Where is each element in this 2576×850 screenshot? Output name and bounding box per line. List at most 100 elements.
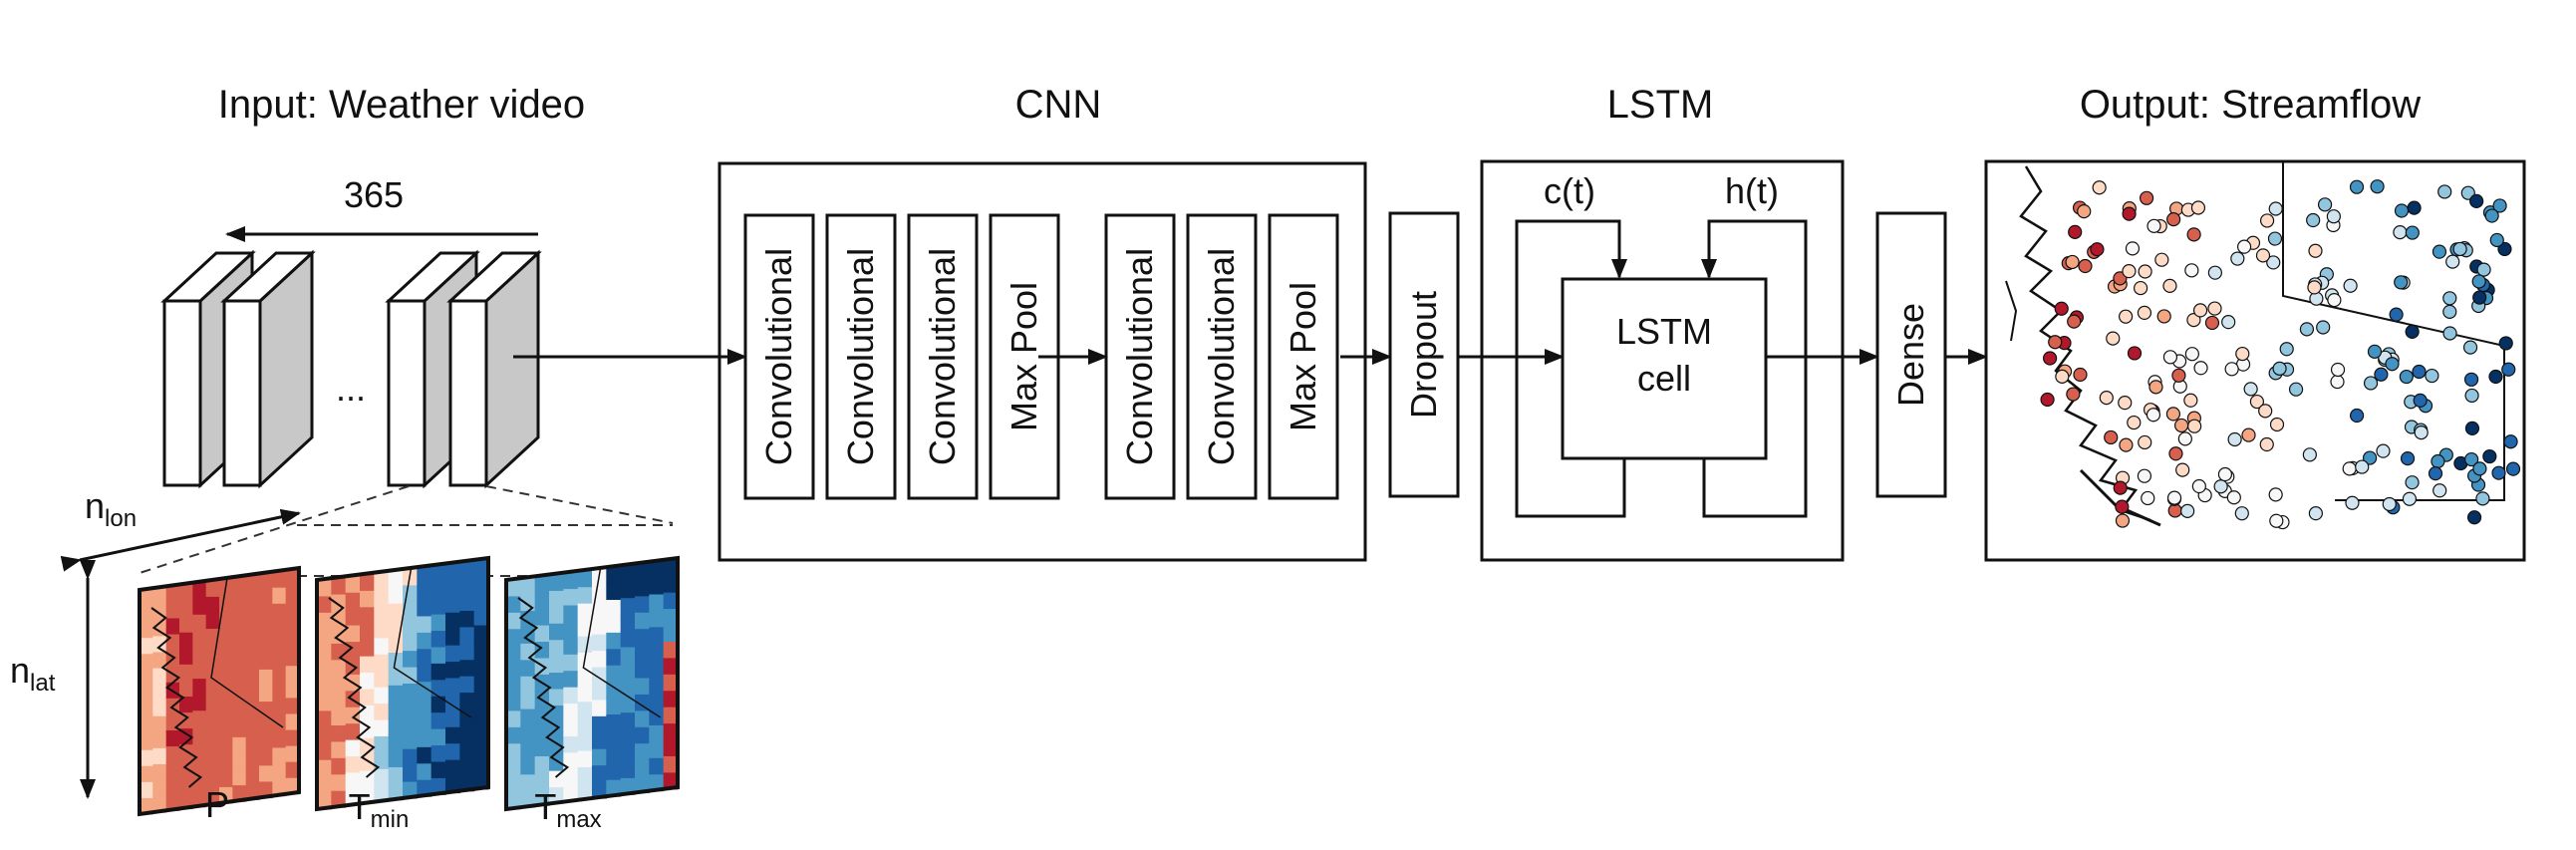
station-marker	[2138, 434, 2152, 450]
station-marker	[2433, 483, 2447, 498]
n-lon-label: nlon	[85, 485, 137, 532]
station-marker	[2193, 361, 2208, 376]
dropout-layer	[1388, 211, 1460, 498]
station-marker	[2119, 437, 2134, 452]
station-marker	[2118, 396, 2133, 411]
station-marker	[2330, 374, 2345, 390]
station-marker	[2503, 434, 2518, 449]
dense-layer	[1875, 211, 1947, 498]
station-marker	[2307, 280, 2322, 295]
station-marker	[2192, 303, 2208, 318]
station-marker	[2249, 394, 2265, 410]
station-marker	[2363, 376, 2379, 391]
station-marker	[2308, 243, 2323, 258]
station-marker	[2191, 478, 2206, 494]
station-marker	[2104, 429, 2119, 445]
station-marker	[2146, 408, 2161, 423]
station-marker	[2445, 254, 2460, 269]
output-title: Output: Streamflow	[2080, 83, 2421, 127]
dropout-label: Dropout	[1403, 291, 1444, 419]
cnn-layer-label: Max Pool	[1283, 282, 1323, 431]
n-lon-arrow	[60, 508, 301, 572]
cnn-layer-label: Convolutional	[1119, 248, 1160, 465]
station-marker	[2405, 225, 2420, 240]
lstm-block	[1480, 159, 1845, 562]
station-marker	[2054, 301, 2069, 316]
cnn-layer-7: Max Pool	[1268, 213, 1339, 500]
c-state-label: c(t)	[1544, 170, 1595, 211]
cnn-layer-label: Convolutional	[758, 248, 799, 465]
station-marker	[2067, 314, 2082, 329]
station-marker	[2137, 305, 2152, 321]
cnn-layer-1: Convolutional	[743, 213, 815, 500]
station-marker	[2234, 506, 2249, 521]
station-marker	[2167, 503, 2182, 518]
station-marker	[2156, 309, 2171, 324]
station-marker	[2119, 309, 2134, 324]
station-marker	[2134, 280, 2148, 296]
province-border	[2282, 161, 2505, 501]
station-marker	[2168, 446, 2183, 461]
station-marker	[2207, 301, 2222, 316]
station-marker	[2370, 179, 2385, 194]
station-marker	[2162, 278, 2177, 293]
station-marker	[2174, 418, 2189, 433]
station-marker	[2217, 466, 2233, 482]
station-marker	[2221, 315, 2236, 330]
station-marker	[2462, 340, 2478, 355]
station-marker	[2166, 490, 2182, 505]
station-marker	[2488, 369, 2503, 385]
station-marker	[2414, 425, 2429, 440]
station-marker	[2355, 459, 2370, 474]
station-marker	[2040, 392, 2055, 408]
station-marker	[2302, 447, 2317, 462]
station-marker	[2190, 200, 2206, 215]
station-marker	[2138, 264, 2152, 279]
station-marker	[2367, 344, 2383, 359]
station-marker	[2184, 347, 2199, 362]
weather-map-p	[138, 565, 301, 817]
station-marker	[2227, 431, 2242, 447]
cnn-layer-label: Convolutional	[922, 248, 963, 465]
station-marker	[2469, 193, 2484, 209]
station-marker	[2442, 291, 2457, 306]
station-marker	[2400, 450, 2416, 466]
station-marker	[2484, 208, 2499, 223]
station-marker	[2259, 436, 2274, 452]
zoom-line-right	[485, 485, 674, 524]
station-marker	[2394, 203, 2410, 218]
station-marker	[2432, 244, 2447, 259]
cnn-layer-5: Convolutional	[1104, 213, 1176, 500]
station-marker	[2127, 415, 2142, 430]
station-marker	[2162, 350, 2178, 365]
c-recurrent-loop	[1515, 219, 1627, 518]
station-marker	[2501, 362, 2516, 377]
input-title: Input: Weather video	[218, 83, 585, 127]
station-marker	[2405, 475, 2420, 490]
station-marker	[2140, 190, 2154, 205]
lstm-cell	[1561, 277, 1768, 460]
station-marker	[2099, 391, 2114, 406]
station-marker	[2175, 462, 2190, 477]
zoom-line-left	[139, 485, 410, 574]
station-marker	[2489, 232, 2504, 248]
station-marker	[2299, 322, 2315, 337]
station-marker	[2475, 491, 2490, 506]
station-marker	[2115, 499, 2130, 514]
station-marker	[2065, 254, 2080, 270]
station-marker	[2413, 393, 2428, 408]
coastline	[2019, 165, 2151, 522]
station-marker	[2241, 427, 2256, 442]
station-marker	[2066, 387, 2081, 402]
station-marker	[2106, 331, 2121, 346]
station-marker	[2308, 506, 2323, 521]
station-marker	[2317, 197, 2333, 212]
station-marker	[2476, 262, 2491, 277]
station-marker	[2183, 393, 2198, 408]
station-marker	[2137, 468, 2152, 483]
station-marker	[2177, 431, 2192, 446]
dense-label: Dense	[1890, 303, 1931, 407]
station-marker	[2382, 496, 2397, 512]
station-marker	[2122, 264, 2137, 279]
